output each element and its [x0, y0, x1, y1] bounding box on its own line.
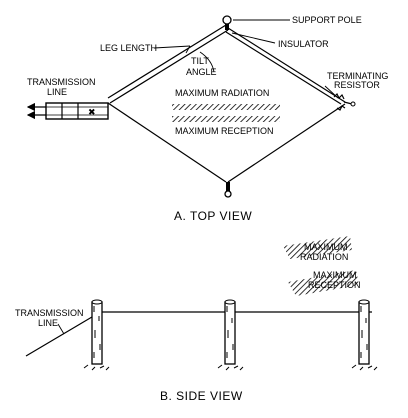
- feed-coupling-icon: ✖: [88, 107, 96, 117]
- side-max-reception-label-1: MAXIMUM: [313, 270, 357, 280]
- side-transmission-line-label-2: LINE: [38, 318, 58, 328]
- side-max-radiation-label-2: RADIATION: [300, 252, 348, 262]
- side-view-caption: B. SIDE VIEW: [160, 389, 243, 403]
- pole-left: [83, 299, 110, 371]
- side-transmission-line-label-1: TRANSMISSION: [15, 308, 84, 318]
- side-max-radiation-label-1: MAXIMUM: [304, 242, 348, 252]
- insulator-label: INSULATOR: [278, 39, 329, 49]
- transmission-line-feed: ✖: [26, 102, 109, 120]
- top-insulator-icon: [225, 24, 229, 30]
- leader-lines: [153, 19, 339, 99]
- transmission-line-label-1: TRANSMISSION: [27, 77, 96, 87]
- angle-label: ANGLE: [186, 67, 217, 77]
- support-pole-icon: [222, 15, 232, 25]
- side-view: MAXIMUM RADIATION MAXIMUM RECEPTION TRAN…: [15, 236, 378, 403]
- pole-middle: [217, 299, 244, 371]
- transmission-line-label-2: LINE: [47, 87, 67, 97]
- max-reception-label: MAXIMUM RECEPTION: [175, 126, 274, 136]
- radiation-hatch-icon: [172, 104, 280, 110]
- top-view: ✖ SUPPORT POLE INSULATOR LEG LENGTH TILT…: [26, 15, 388, 223]
- side-radiation-hatch-icon: [283, 236, 352, 259]
- pole-right: [351, 299, 378, 371]
- top-view-caption: A. TOP VIEW: [174, 209, 252, 223]
- side-reception-hatch-icon: [288, 270, 359, 296]
- rhombus-wires: [107, 24, 346, 183]
- max-radiation-label: MAXIMUM RADIATION: [175, 88, 269, 98]
- reception-hatch-icon: [172, 116, 280, 122]
- leg-length-label: LEG LENGTH: [100, 43, 157, 53]
- support-pole-label: SUPPORT POLE: [292, 15, 362, 25]
- side-transmission-leader: [57, 323, 65, 335]
- terminating-label-1: TERMINATING: [327, 71, 388, 81]
- terminating-label-2: RESISTOR: [334, 80, 380, 90]
- bottom-insulator-icon: [226, 182, 230, 191]
- bottom-pole-icon: [224, 190, 232, 198]
- side-transmission-line: [25, 313, 98, 357]
- side-max-reception-label-2: RECEPTION: [308, 280, 361, 290]
- terminating-resistor-icon: [333, 92, 356, 111]
- tilt-label: TILT: [191, 56, 209, 66]
